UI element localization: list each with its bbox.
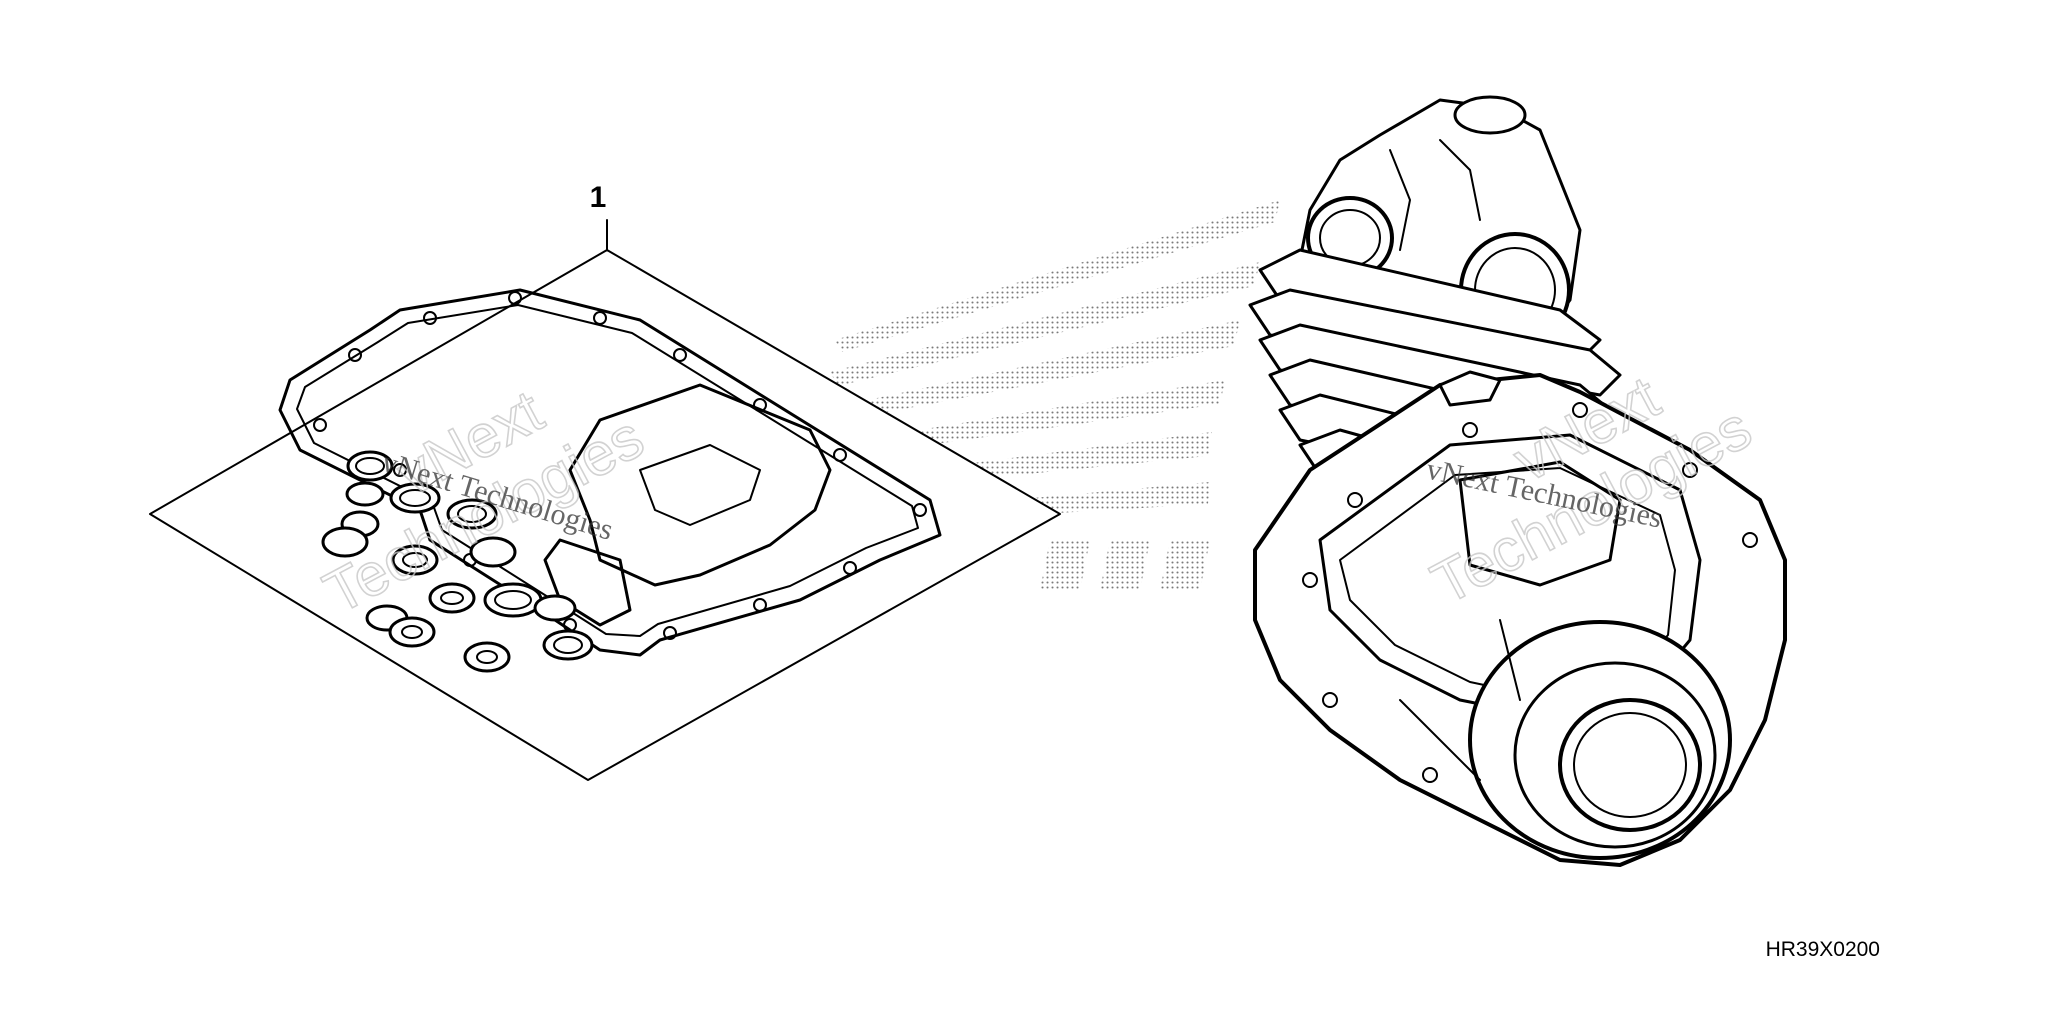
small-plate-gasket — [543, 538, 632, 627]
output-flange-seal — [1558, 698, 1702, 832]
callout-number: 1 — [590, 181, 607, 214]
part-code-label: HR39X0200 — [1766, 938, 1880, 961]
gasket-kit — [149, 249, 1061, 781]
wing-logo-dots — [830, 200, 1280, 590]
gasket-sheet-outline — [149, 249, 1061, 781]
seal-rings — [321, 450, 594, 673]
cover-gasket-inner — [296, 304, 919, 637]
engine-gasket — [1458, 460, 1622, 587]
inner-gasket-window — [639, 444, 761, 526]
inner-gasket — [568, 383, 832, 587]
crankcase-bolts — [1302, 402, 1758, 783]
engine-illustration — [1248, 95, 1787, 867]
cover-gasket — [278, 288, 942, 657]
